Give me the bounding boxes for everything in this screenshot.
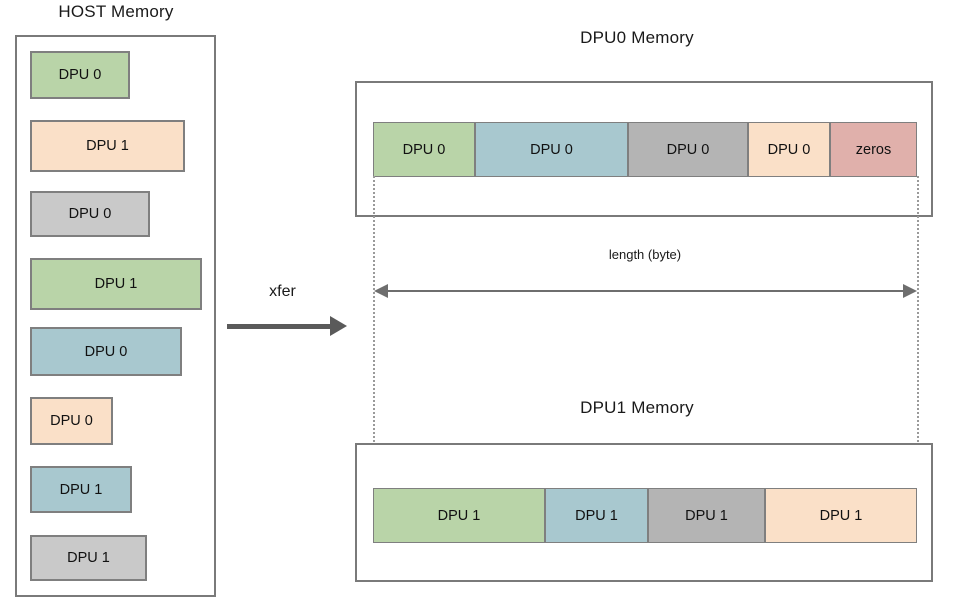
host-memory-block-label: DPU 0 [58,67,102,83]
dpu0-segment: DPU 0 [475,122,628,177]
host-memory-block: DPU 0 [30,327,182,376]
dpu0-segment: DPU 0 [748,122,830,177]
dpu1-segment: DPU 1 [765,488,917,543]
dpu1-segment-label: DPU 1 [437,507,481,524]
dpu1-memory-title: DPU1 Memory [580,398,694,417]
host-memory-block-label: DPU 1 [67,550,110,566]
dpu0-segment: DPU 0 [628,122,748,177]
dpu0-segment-label: DPU 0 [530,141,573,158]
xfer-label: xfer [269,283,296,300]
dpu0-memory-title: DPU0 Memory [580,28,694,47]
host-memory-block-label: DPU 0 [50,413,93,429]
host-memory-block-label: DPU 1 [94,276,138,292]
length-measure-label: length (byte) [608,247,682,262]
host-memory-block: DPU 0 [30,397,113,445]
host-memory-block: DPU 1 [30,535,147,581]
host-memory-block: DPU 1 [30,258,202,310]
measure-guide-right [917,176,919,466]
dpu0-segment-label: DPU 0 [402,141,446,158]
dpu0-segment-label: DPU 0 [767,141,811,158]
length-measure-arrow-icon [374,284,917,298]
host-memory-block: DPU 0 [30,51,130,99]
host-memory-block-label: DPU 0 [68,206,112,222]
host-memory-block: DPU 0 [30,191,150,237]
dpu0-segment: DPU 0 [373,122,475,177]
dpu1-segment: DPU 1 [545,488,648,543]
host-memory-title: HOST Memory [58,2,174,21]
host-memory-block-label: DPU 0 [84,343,128,360]
xfer-arrow-icon [227,316,347,336]
dpu1-segment-label: DPU 1 [575,507,618,524]
dpu1-segment: DPU 1 [648,488,765,543]
dpu1-segment: DPU 1 [373,488,545,543]
measure-guide-left [373,176,375,466]
host-memory-block: DPU 1 [30,120,185,172]
dpu1-segment-label: DPU 1 [819,507,863,524]
host-memory-block: DPU 1 [30,466,132,513]
dpu1-segment-label: DPU 1 [685,507,728,524]
host-memory-block-label: DPU 1 [86,138,129,154]
dpu0-segment-label: zeros [855,141,892,158]
host-memory-block-label: DPU 1 [59,481,103,498]
dpu0-segment-label: DPU 0 [666,141,710,158]
dpu0-segment: zeros [830,122,917,177]
